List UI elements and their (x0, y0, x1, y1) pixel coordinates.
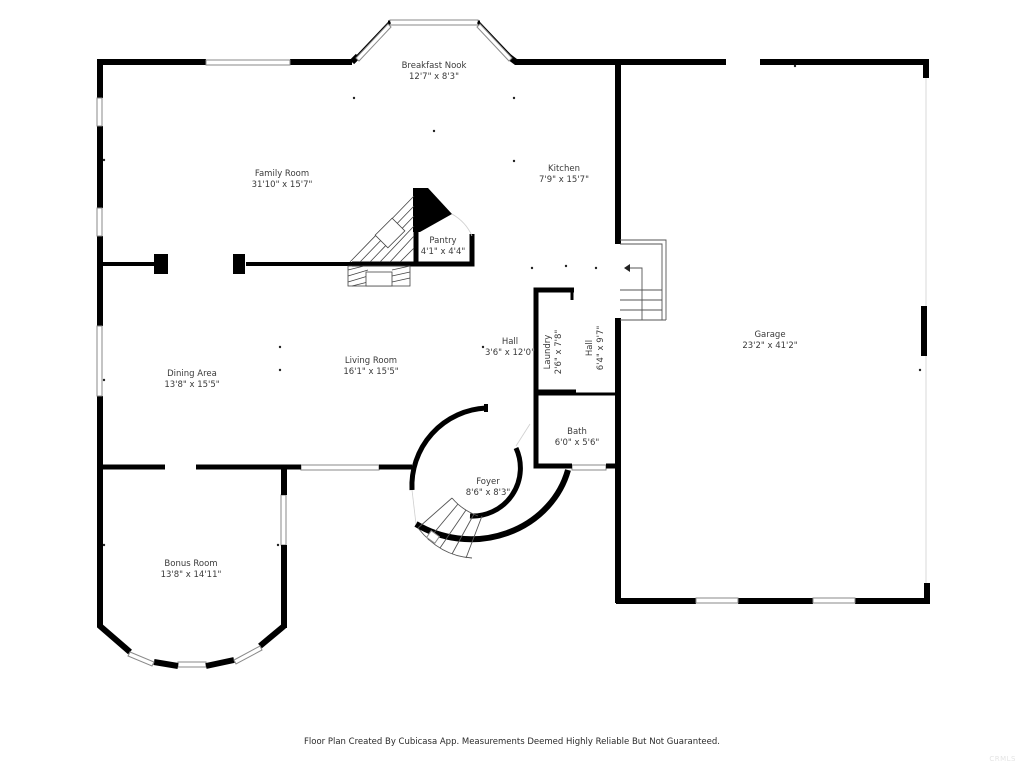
room-family-room: Family Room 31'10" x 15'7" (252, 169, 313, 191)
room-name: Bath (567, 427, 587, 437)
garage-stairs (620, 239, 667, 321)
room-dims: 7'9" x 15'7" (539, 175, 589, 185)
room-dims: 23'2" x 41'2" (742, 341, 798, 351)
watermark: CRMLS (989, 755, 1016, 763)
room-name: Foyer (476, 477, 500, 487)
room-dims: 12'7" x 8'3" (409, 72, 459, 82)
room-dims: 6'4" x 9'7" (596, 325, 606, 371)
room-dining-area: Dining Area 13'8" x 15'5" (164, 369, 219, 391)
room-hall-main: Hall 3'6" x 12'0" (485, 337, 535, 359)
room-name: Garage (754, 330, 786, 340)
room-dims: 16'1" x 15'5" (343, 367, 399, 377)
room-dims: 4'1" x 4'4" (420, 247, 466, 257)
room-dims: 3'6" x 12'0" (485, 348, 535, 358)
room-laundry: Laundry 2'6" x 7'8" (543, 330, 565, 375)
room-bath: Bath 6'0" x 5'6" (555, 427, 600, 449)
room-dims: 8'6" x 8'3" (465, 488, 511, 498)
room-name: Breakfast Nook (401, 61, 467, 71)
room-garage: Garage 23'2" x 41'2" (742, 330, 797, 352)
room-name: Hall (501, 337, 519, 347)
bay-window-nook (350, 20, 518, 64)
room-bonus-room: Bonus Room 13'8" x 14'11" (161, 559, 222, 581)
room-dims: 2'6" x 7'8" (554, 329, 564, 375)
room-foyer: Foyer 8'6" x 8'3" (466, 477, 511, 499)
room-name: Laundry (543, 334, 553, 370)
room-dims: 13'8" x 14'11" (160, 570, 222, 580)
foyer-walls (409, 404, 571, 543)
interior-walls (97, 188, 618, 669)
room-dims: 6'0" x 5'6" (554, 438, 600, 448)
disclaimer-footer: Floor Plan Created By Cubicasa App. Meas… (304, 737, 720, 747)
room-name: Bonus Room (164, 559, 218, 569)
room-name: Hall (585, 339, 595, 357)
foyer-stairs (417, 497, 483, 559)
family-room-stairs (347, 195, 415, 287)
room-name: Living Room (344, 356, 398, 366)
room-pantry: Pantry 4'1" x 4'4" (421, 236, 466, 258)
room-dims: 31'10" x 15'7" (251, 180, 313, 190)
room-dims: 13'8" x 15'5" (164, 380, 220, 390)
room-breakfast-nook: Breakfast Nook 12'7" x 8'3" (402, 61, 467, 83)
room-name: Family Room (254, 169, 310, 179)
room-name: Kitchen (548, 164, 580, 174)
room-name: Pantry (429, 236, 457, 246)
room-hall-side: Hall 6'4" x 9'7" (585, 326, 607, 371)
exterior-walls (97, 53, 930, 604)
room-name: Dining Area (167, 369, 217, 379)
dimension-ticks (102, 64, 922, 547)
room-kitchen: Kitchen 7'9" x 15'7" (539, 164, 589, 186)
room-living-room: Living Room 16'1" x 15'5" (343, 356, 398, 378)
